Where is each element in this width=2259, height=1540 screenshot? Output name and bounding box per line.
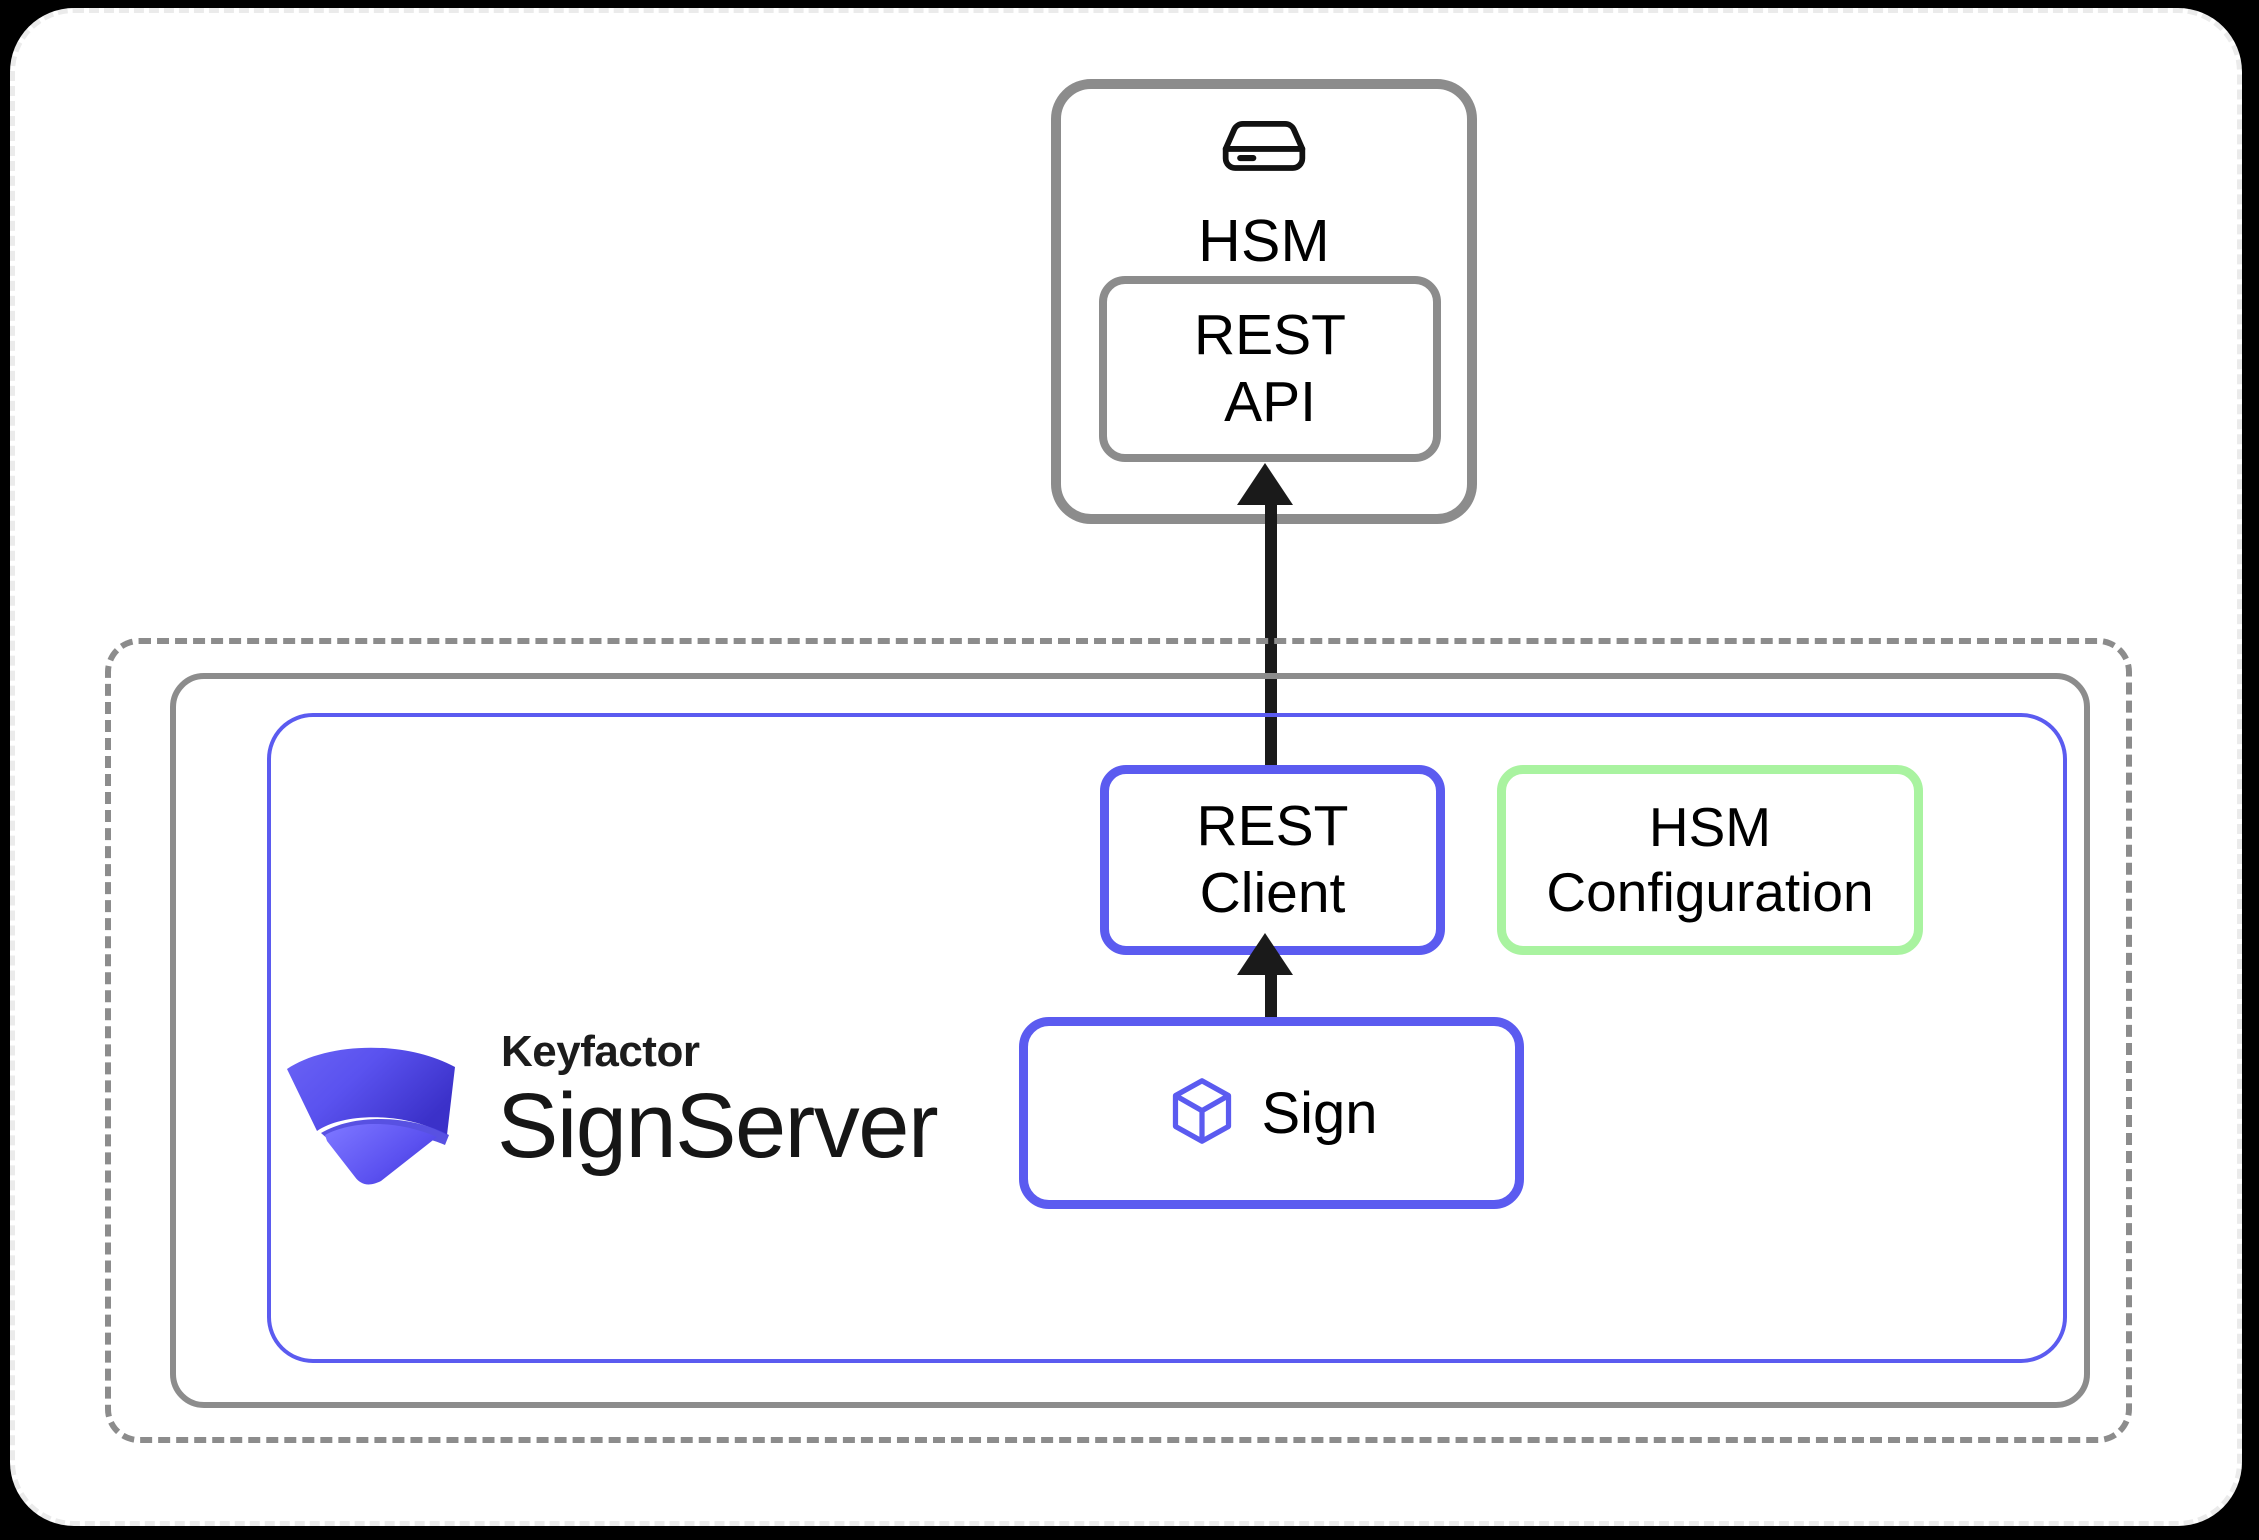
arrow-sign-to-rest-client-shaft	[1265, 968, 1277, 1030]
cube-icon	[1165, 1074, 1239, 1153]
hsm-icon-container	[1061, 99, 1467, 196]
rest-client-label-line2: Client	[1199, 861, 1346, 925]
keyfactor-signserver-logo: Keyfactor SignServer	[277, 1013, 939, 1188]
rest-client-box: REST Client	[1100, 765, 1445, 955]
sign-box: Sign	[1019, 1017, 1524, 1209]
logo-text: Keyfactor SignServer	[497, 1026, 939, 1177]
sign-label: Sign	[1261, 1080, 1378, 1146]
keyfactor-swoosh-icon	[277, 1013, 467, 1188]
hsm-configuration-label-line1: HSM	[1648, 796, 1772, 859]
host-container	[170, 673, 2090, 1408]
logo-brand-keyfactor: Keyfactor	[501, 1026, 700, 1076]
hsm-box: HSM	[1051, 79, 1477, 524]
signserver-application-container	[267, 713, 2067, 1363]
rest-api-label-line1: REST	[1193, 302, 1347, 367]
hsm-configuration-label-line2: Configuration	[1546, 861, 1874, 923]
arrow-sign-to-rest-client-head	[1237, 933, 1293, 975]
system-boundary	[105, 638, 2132, 1443]
arrow-rest-client-to-rest-api-head	[1237, 463, 1293, 505]
diagram-card: HSM REST API REST Client HSM Configurati…	[10, 8, 2242, 1526]
logo-product-signserver: SignServer	[497, 1074, 939, 1177]
rest-api-label-line2: API	[1224, 370, 1316, 434]
hsm-title: HSM	[1198, 208, 1330, 274]
hard-drive-icon	[1218, 99, 1310, 196]
hsm-configuration-box: HSM Configuration	[1497, 765, 1923, 955]
rest-api-box: REST API	[1099, 276, 1441, 462]
rest-client-label-line1: REST	[1196, 793, 1349, 858]
